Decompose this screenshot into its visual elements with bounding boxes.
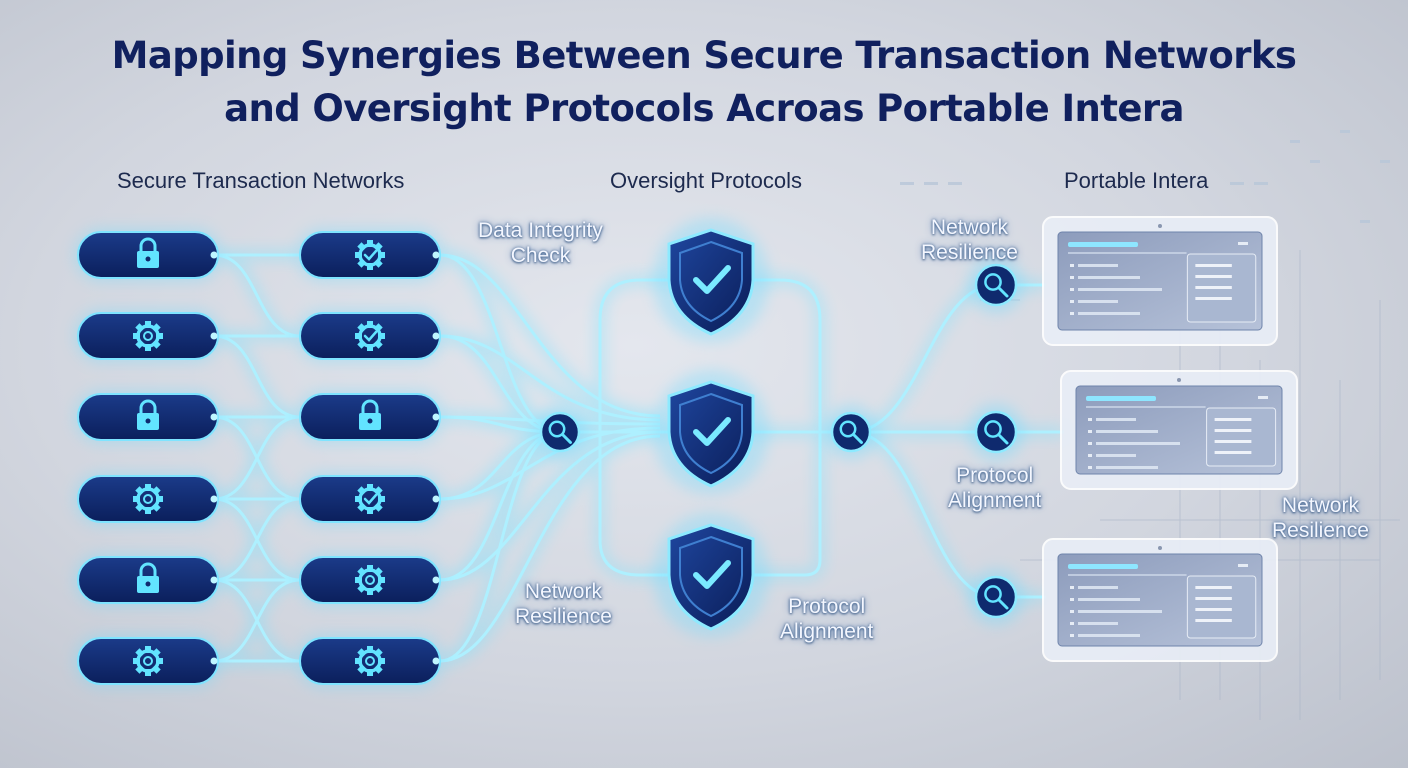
hub-nodes xyxy=(533,257,1024,625)
label-protocol-alignment-right: Protocol Alignment xyxy=(948,464,1042,512)
connection-path xyxy=(850,430,997,599)
lock-icon xyxy=(137,562,159,593)
lock-icon xyxy=(359,399,381,430)
background-dashes xyxy=(900,130,1390,223)
label-data-integrity-check: Data Integrity Check xyxy=(478,219,603,267)
source-node xyxy=(74,390,222,444)
left-column-nodes xyxy=(74,228,222,688)
source-node xyxy=(74,634,222,688)
gear-check-icon xyxy=(355,240,385,270)
connection-path xyxy=(598,278,822,577)
shield-nodes xyxy=(653,218,769,637)
magnifier-icon xyxy=(968,404,1024,460)
tablet-panel xyxy=(1042,538,1278,662)
relay-node xyxy=(296,390,444,444)
gear-check-icon xyxy=(355,321,385,351)
column-heading-oversight-protocols: Oversight Protocols xyxy=(610,168,802,193)
shield-check-icon xyxy=(653,370,769,494)
connection-path xyxy=(213,334,301,419)
lock-icon xyxy=(137,237,159,268)
tablet-panel xyxy=(1060,370,1298,490)
connection-path xyxy=(850,283,997,434)
shield-check-icon xyxy=(653,218,769,342)
gear-icon xyxy=(133,646,163,676)
relay-node xyxy=(296,228,444,282)
label-network-resilience-top: Network Resilience xyxy=(921,216,1018,264)
title-line-2: and Oversight Protocols Acroas Portable … xyxy=(224,87,1184,130)
connection-path xyxy=(213,497,301,582)
magnifier-icon xyxy=(533,405,587,459)
tablet-panels xyxy=(1042,216,1298,662)
shield-check-icon xyxy=(653,513,769,637)
connection-path xyxy=(213,578,301,663)
gear-icon xyxy=(133,321,163,351)
gear-icon xyxy=(133,484,163,514)
magnifier-icon xyxy=(968,569,1024,625)
connection-path xyxy=(439,253,661,418)
gear-icon xyxy=(355,565,385,595)
magnifier-icon xyxy=(824,405,878,459)
connection-path xyxy=(213,415,301,501)
source-node xyxy=(74,472,222,526)
column-heading-portable-intera: Portable Intera xyxy=(1064,168,1209,193)
connection-path xyxy=(439,434,661,663)
gear-check-icon xyxy=(355,484,385,514)
magnifier-icon xyxy=(968,257,1024,313)
second-column-nodes xyxy=(296,228,444,688)
connection-path xyxy=(213,253,301,338)
source-node xyxy=(74,228,222,282)
relay-node xyxy=(296,309,444,363)
relay-node xyxy=(296,634,444,688)
column-heading-secure-networks: Secure Transaction Networks xyxy=(117,168,405,193)
connection-path xyxy=(439,415,661,426)
tablet-panel xyxy=(1042,216,1278,346)
source-node xyxy=(74,553,222,607)
lock-icon xyxy=(137,399,159,430)
relay-node xyxy=(296,553,444,607)
relay-node xyxy=(296,472,444,526)
source-node xyxy=(74,309,222,363)
label-network-resilience-right: Network Resilience xyxy=(1272,494,1369,542)
gear-icon xyxy=(355,646,385,676)
label-protocol-alignment-middle: Protocol Alignment xyxy=(780,595,874,643)
connection-path xyxy=(439,334,661,422)
label-network-resilience-middle: Network Resilience xyxy=(515,580,612,628)
connection-path xyxy=(439,430,661,582)
title-line-1: Mapping Synergies Between Secure Transac… xyxy=(111,34,1297,77)
